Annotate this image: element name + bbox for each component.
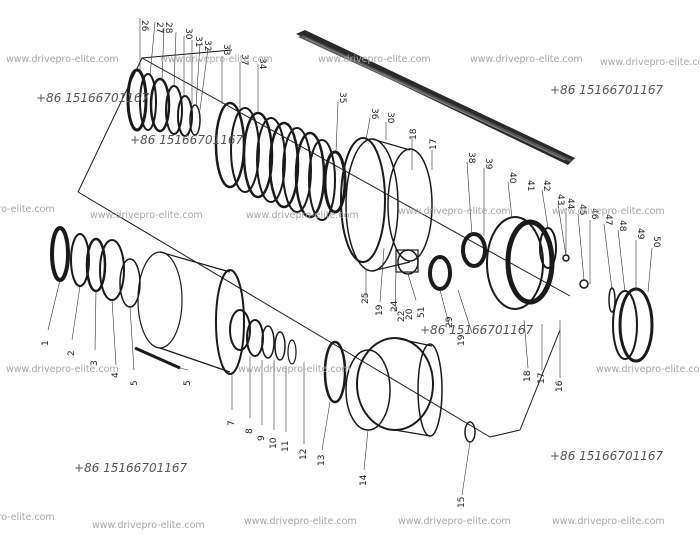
- callout-label: 8: [245, 428, 255, 434]
- callout-label: 32: [202, 40, 212, 51]
- callout-label: 17: [537, 373, 547, 384]
- planetary-gear-set: [395, 216, 654, 363]
- output-shaft: [296, 30, 575, 165]
- callout-label: 12: [299, 449, 309, 460]
- callout-label: 18: [523, 370, 533, 382]
- callout-label: 26: [139, 20, 149, 32]
- callout-label: 28: [163, 22, 173, 34]
- callout-label: 18: [409, 128, 419, 140]
- phone-text: +86 15166701167: [550, 449, 663, 463]
- callout-label: 45: [577, 204, 587, 215]
- callout-label: 9: [257, 435, 267, 441]
- watermark-text: www.drivepro-elite.com: [238, 364, 351, 375]
- callout-label: 14: [359, 474, 369, 486]
- callout-label: 29: [445, 316, 455, 328]
- callout-label: 19: [457, 334, 467, 346]
- watermark-text: www.drivepro-elite.com: [0, 512, 55, 523]
- callout-label: 34: [257, 58, 267, 70]
- watermark-text: www.drivepro-elite.com: [0, 204, 55, 215]
- callout-label: 33: [221, 44, 231, 55]
- callout-label: 17: [429, 139, 439, 150]
- watermark-text: www.drivepro-elite.com: [596, 364, 700, 375]
- watermark-text: www.drivepro-elite.com: [552, 206, 665, 217]
- phone-text: +86 15166701167: [36, 91, 149, 105]
- callout-label: 25: [361, 293, 371, 304]
- clutch-pack-upper: [126, 68, 433, 272]
- watermark-text: www.drivepro-elite.com: [470, 54, 583, 65]
- callout-label: 11: [281, 441, 291, 452]
- callout-label: 48: [617, 220, 627, 232]
- watermark-text: www.drivepro-elite.com: [6, 54, 119, 65]
- callout-label: 50: [651, 236, 661, 248]
- watermark-text: www.drivepro-elite.com: [160, 54, 273, 65]
- phone-text: +86 15166701167: [550, 83, 663, 97]
- watermark-text: www.drivepro-elite.com: [6, 364, 119, 375]
- callout-label: 30: [183, 28, 193, 40]
- callout-label: 7: [227, 420, 237, 426]
- main-housing: [345, 337, 476, 443]
- callout-label: 5: [183, 380, 193, 386]
- callout-label: 16: [555, 380, 565, 392]
- callout-label: 43: [555, 194, 565, 205]
- watermark-text: www.drivepro-elite.com: [600, 57, 700, 68]
- watermark-text: www.drivepro-elite.com: [398, 516, 511, 527]
- watermark-text: www.drivepro-elite.com: [318, 54, 431, 65]
- watermark-text: www.drivepro-elite.com: [244, 516, 357, 527]
- callout-label: 2: [67, 350, 77, 356]
- watermark-text: www.drivepro-elite.com: [92, 520, 205, 531]
- callout-label: 44: [565, 198, 575, 210]
- leader-lines: [47, 18, 653, 496]
- assembly-outline: [77, 49, 571, 438]
- callout-label: 49: [635, 228, 645, 240]
- callout-label: 30: [385, 112, 395, 124]
- callout-label: 37: [239, 54, 249, 65]
- callout-label: 22: [397, 311, 407, 322]
- watermark-text: www.drivepro-elite.com: [90, 210, 203, 221]
- watermark-text: www.drivepro-elite.com: [552, 516, 665, 527]
- phone-text: +86 15166701167: [74, 461, 187, 475]
- callout-label: 36: [369, 108, 379, 120]
- watermarks: www.drivepro-elite.com www.drivepro-elit…: [0, 54, 700, 531]
- callout-label: 13: [317, 455, 327, 466]
- callout-label: 27: [154, 22, 164, 33]
- clutch-pack-lower: [50, 226, 347, 404]
- callout-label: 39: [483, 158, 493, 170]
- callout-label: 4: [111, 372, 121, 378]
- watermark-text: www.drivepro-elite.com: [246, 210, 359, 221]
- phone-text: +86 15166701167: [420, 323, 533, 337]
- callout-label: 47: [603, 214, 613, 225]
- callout-label: 10: [269, 437, 279, 449]
- callout-label: 20: [405, 308, 415, 320]
- watermark-text: www.drivepro-elite.com: [398, 206, 511, 217]
- callout-label: 41: [525, 180, 535, 191]
- callout-label: 15: [457, 497, 467, 508]
- callout-label: 31: [193, 36, 203, 47]
- callout-label: 1: [41, 340, 51, 346]
- callout-label: 42: [541, 180, 551, 191]
- callout-label: 24: [390, 300, 400, 312]
- callout-label: 46: [589, 208, 599, 220]
- callout-label: 3: [90, 360, 100, 366]
- callout-label: 5: [130, 380, 140, 386]
- callout-label: 51: [417, 307, 427, 318]
- phone-overlays: +86 15166701167 +86 15166701167 +86 1516…: [36, 83, 663, 475]
- callout-labels: 1 2 3 4 5 5 7 8 9 10 11 12 13 14 15 16 1…: [41, 20, 661, 508]
- callout-label: 38: [466, 152, 476, 164]
- callout-label: 35: [337, 92, 347, 103]
- callout-label: 40: [507, 172, 517, 184]
- callout-label: 19: [375, 304, 385, 316]
- phone-text: +86 15166701167: [130, 133, 243, 147]
